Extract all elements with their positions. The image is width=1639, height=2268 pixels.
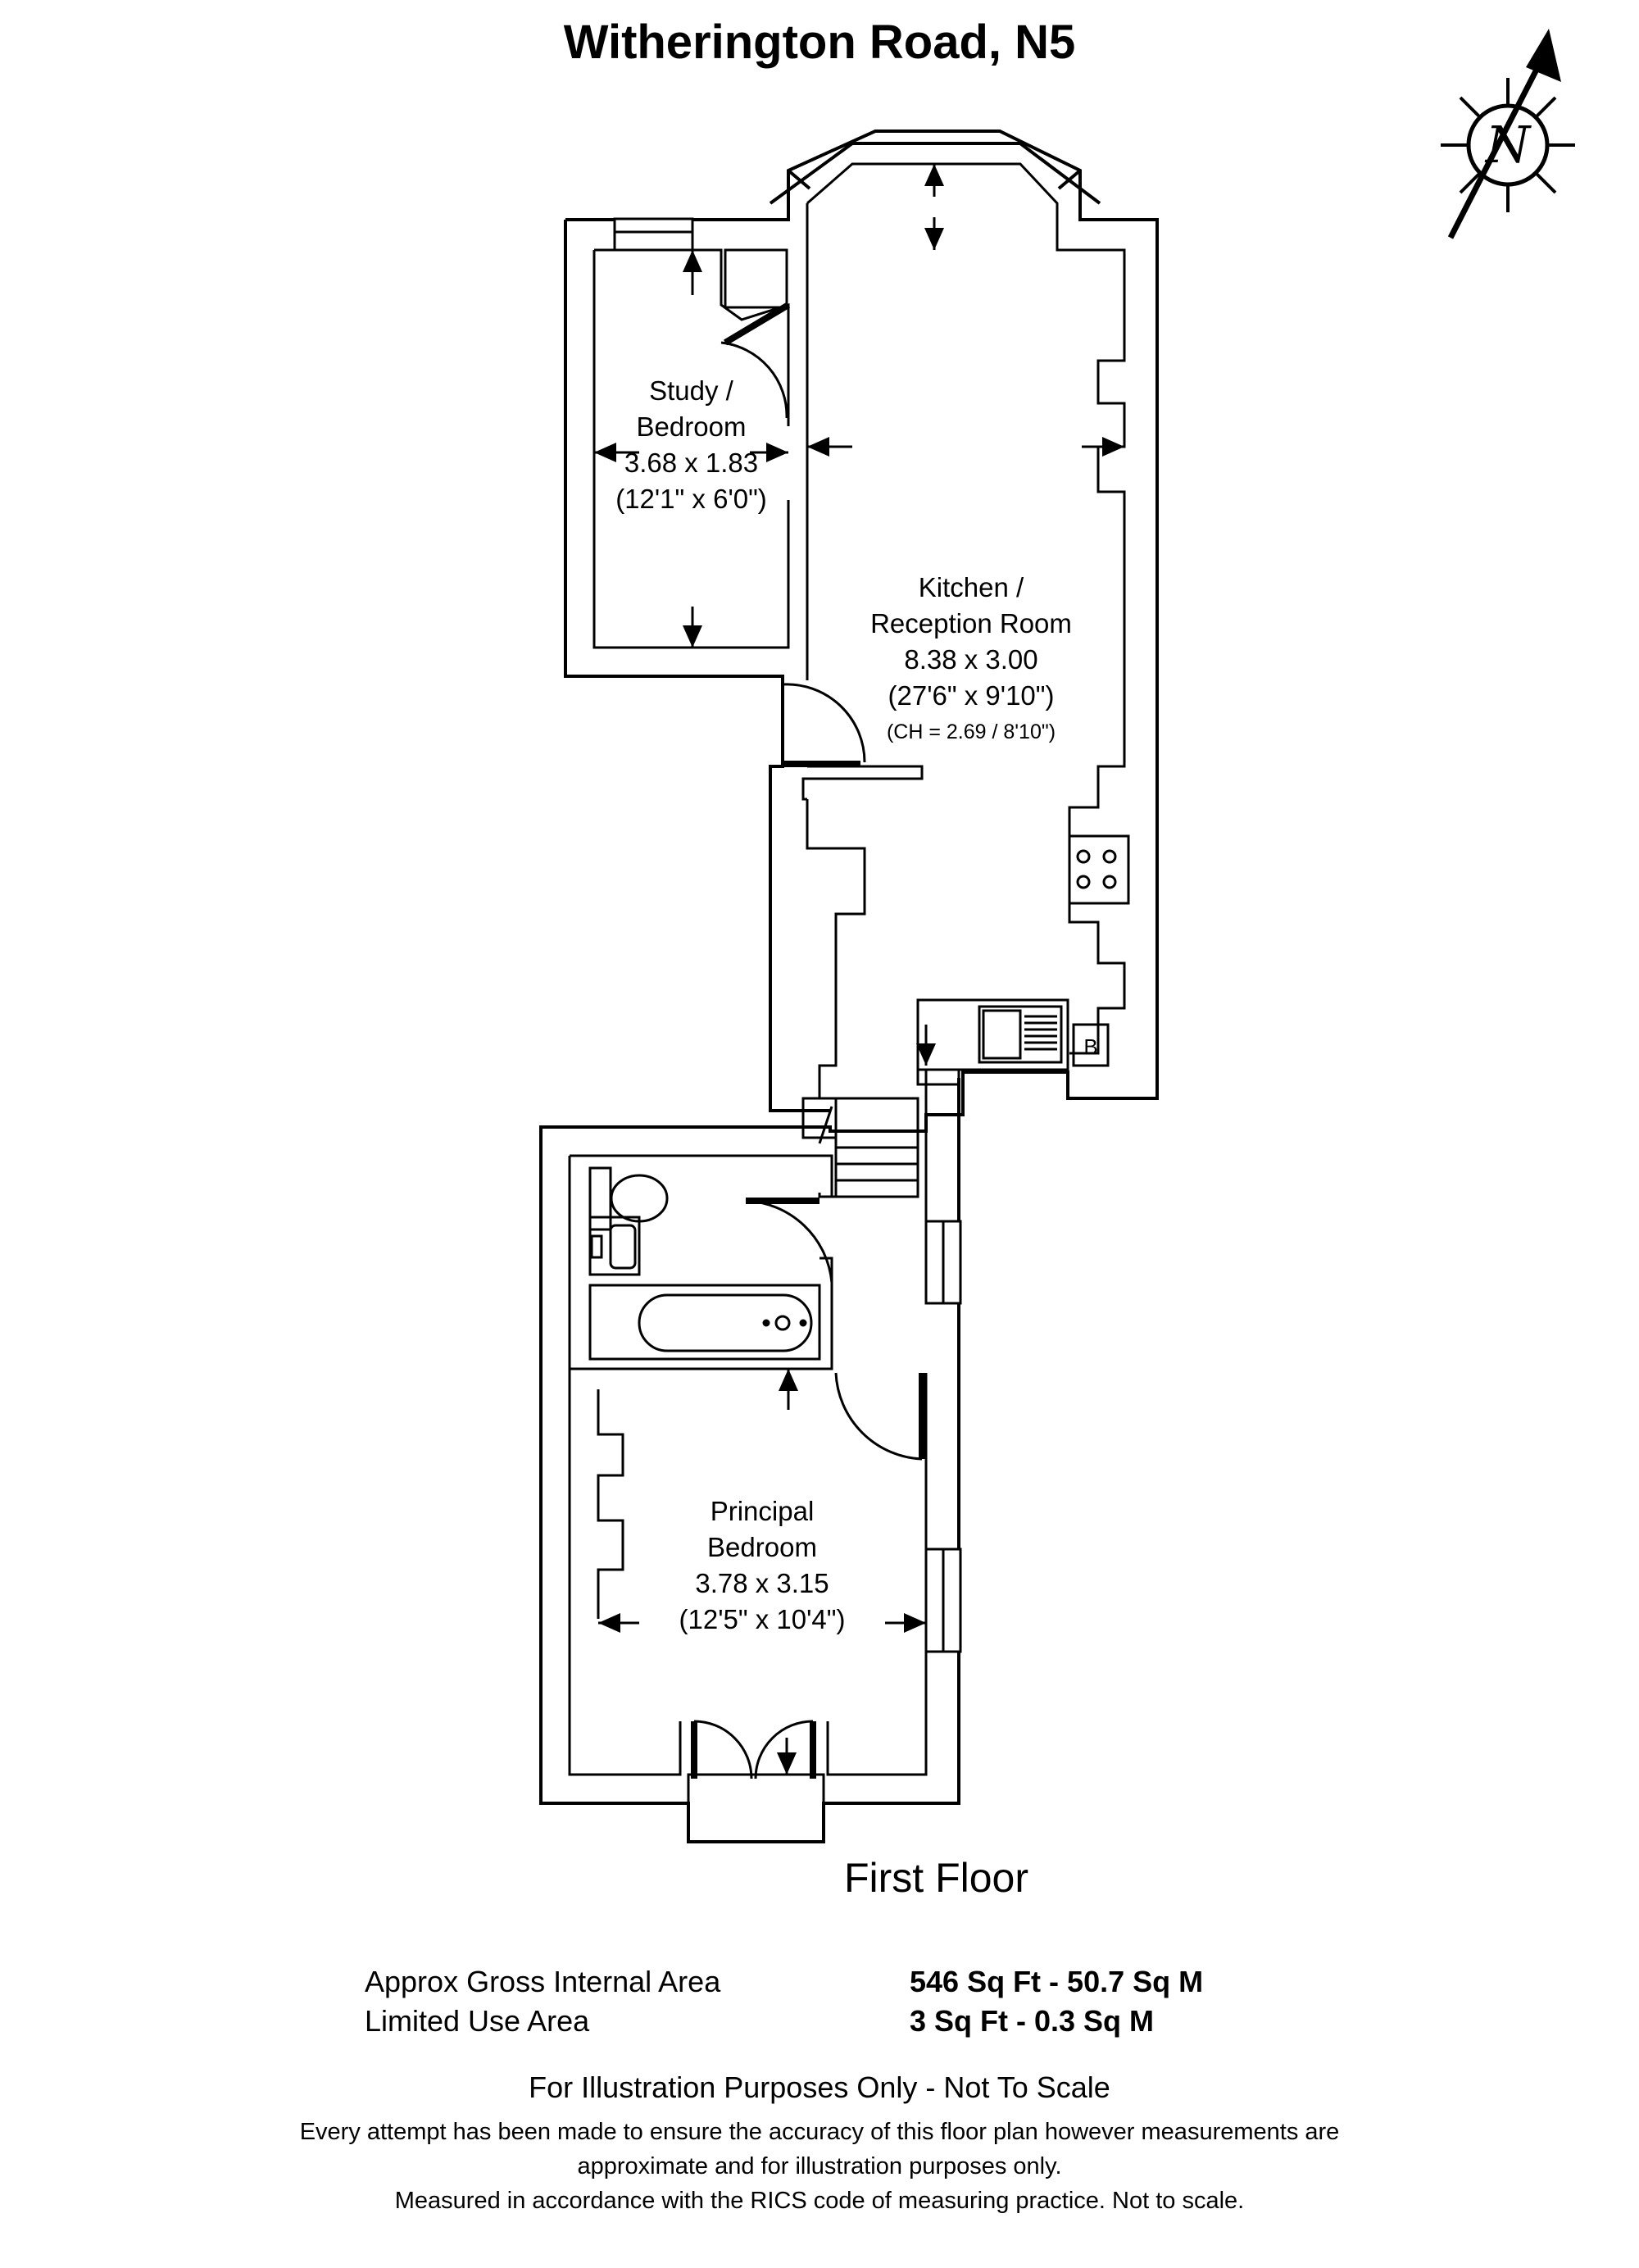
disclaimer-text: Every attempt has been made to ensure th… <box>0 2115 1639 2218</box>
room-principal-bedroom: Principal Bedroom 3.78 x 3.15 (12'5" x 1… <box>639 1493 885 1638</box>
room-metric: 3.68 x 1.83 <box>624 448 759 478</box>
room-metric: 8.38 x 3.00 <box>904 644 1038 675</box>
area-value-limited: 3 Sq Ft - 0.3 Sq M <box>910 2004 1155 2038</box>
room-name-line1: Study / <box>649 375 733 406</box>
disclaimer-heading: For Illustration Purposes Only - Not To … <box>529 2070 1110 2104</box>
room-name-line2: Bedroom <box>636 411 747 442</box>
room-imperial: (12'1" x 6'0") <box>615 484 767 514</box>
area-value-gross: 546 Sq Ft - 50.7 Sq M <box>910 1965 1204 1998</box>
floor-label: First Floor <box>844 1855 1028 1901</box>
room-imperial: (27'6" x 9'10") <box>888 680 1055 711</box>
room-kitchen-reception: Kitchen / Reception Room 8.38 x 3.00 (27… <box>820 570 1123 750</box>
room-metric: 3.78 x 3.15 <box>695 1568 829 1598</box>
disclaimer-line-1: Every attempt has been made to ensure th… <box>299 2119 1340 2145</box>
room-study-bedroom: Study / Bedroom 3.68 x 1.83 (12'1" x 6'0… <box>594 373 788 517</box>
room-name-line1: Principal <box>710 1496 815 1526</box>
plan-title: Witherington Road, N5 <box>563 16 1076 69</box>
room-name-line2: Bedroom <box>707 1532 817 1562</box>
room-name-line2: Reception Room <box>870 608 1072 639</box>
room-imperial: (12'5" x 10'4") <box>679 1604 846 1634</box>
disclaimer-line-3: Measured in accordance with the RICS cod… <box>394 2188 1245 2214</box>
north-arrow-icon: N <box>1441 29 1575 239</box>
room-name-line1: Kitchen / <box>918 572 1024 602</box>
area-label-gross: Approx Gross Internal Area <box>365 1965 721 1998</box>
compass-label: N <box>1484 115 1532 175</box>
disclaimer-line-2: approximate and for illustration purpose… <box>577 2153 1062 2179</box>
room-ceiling-height: (CH = 2.69 / 8'10") <box>886 720 1056 743</box>
area-label-limited: Limited Use Area <box>365 2004 590 2038</box>
boiler-label: B <box>1083 1034 1097 1059</box>
